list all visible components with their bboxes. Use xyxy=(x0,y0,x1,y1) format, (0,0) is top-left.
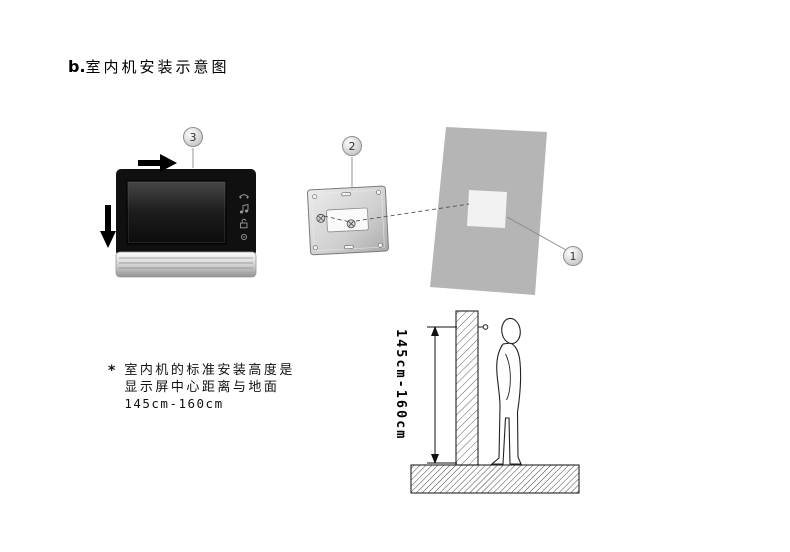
arrow-down-icon xyxy=(100,205,116,248)
alignment-dashed-line xyxy=(355,203,470,222)
height-dimension xyxy=(427,326,457,464)
monitor-screen xyxy=(126,180,227,245)
person-figure xyxy=(490,317,522,465)
monitor-base xyxy=(115,251,257,278)
unlock-icon xyxy=(240,218,248,229)
note-asterisk: * xyxy=(108,363,116,379)
wall-mount-hole xyxy=(467,190,507,228)
note-text: 室内机的标准安装高度是 显示屏中心距离与地面 145cm-160cm xyxy=(124,363,295,413)
bracket-holes xyxy=(312,189,383,251)
settings-icon xyxy=(240,233,248,241)
floor xyxy=(410,464,580,494)
bracket-cutout xyxy=(326,207,369,233)
screen-center-marker xyxy=(478,324,489,330)
callout-1: 1 xyxy=(563,246,583,266)
monitor-button-icons xyxy=(239,194,249,241)
alignment-dashed-line-short xyxy=(323,215,351,223)
leader-line-1 xyxy=(506,216,567,251)
note-line-1: 室内机的标准安装高度是 xyxy=(124,363,295,378)
screw-icon-2 xyxy=(346,219,356,229)
mounting-bracket xyxy=(306,185,389,256)
wall-post xyxy=(455,310,479,466)
note-line-3: 145cm-160cm xyxy=(124,396,224,411)
talk-icon xyxy=(239,194,249,199)
height-dimension-label: 145cm-160cm xyxy=(393,329,409,441)
callout-2: 2 xyxy=(342,136,362,156)
indoor-monitor xyxy=(115,169,257,278)
note-line-2: 显示屏中心距离与地面 xyxy=(124,379,280,395)
section-title: b.室内机安装示意图 xyxy=(68,56,230,77)
installation-note: * 室内机的标准安装高度是 显示屏中心距离与地面 145cm-160cm xyxy=(108,363,295,413)
arrow-right-icon xyxy=(138,154,177,172)
screw-icon xyxy=(316,213,326,223)
person-head xyxy=(501,317,521,345)
section-index: b. xyxy=(68,57,86,76)
callout-3: 3 xyxy=(183,127,203,147)
melody-icon xyxy=(240,203,249,214)
section-title-text: 室内机安装示意图 xyxy=(85,58,230,76)
height-illustration xyxy=(410,310,580,494)
wall xyxy=(430,127,547,295)
